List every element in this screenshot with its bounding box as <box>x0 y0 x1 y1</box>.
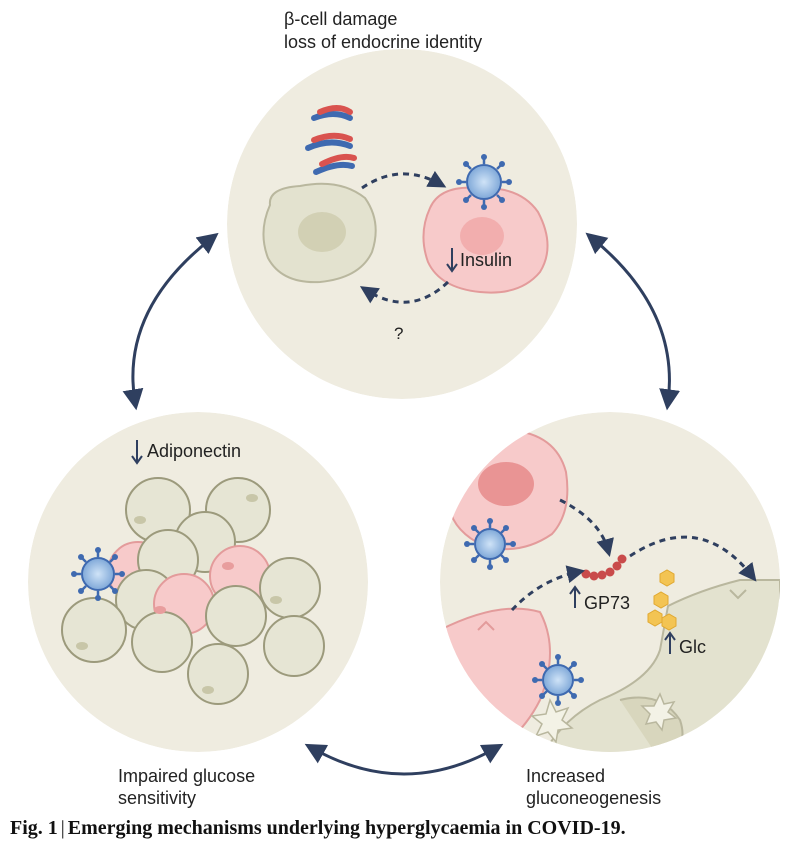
virus-icon <box>464 518 516 570</box>
dashed-arrow-to-gp73 <box>510 565 586 612</box>
caption-text: Emerging mechanisms underlying hyperglyc… <box>67 817 626 839</box>
glc-label: Glc <box>679 637 706 657</box>
receptor-burst-icon <box>640 692 678 732</box>
cycle-arrow-top-left <box>122 232 219 411</box>
caption-separator: | <box>60 817 65 839</box>
right-footer-line1: Increased <box>526 766 606 786</box>
question-mark-label: ? <box>394 324 404 343</box>
left-panel <box>28 412 368 752</box>
virus-icon <box>71 547 125 601</box>
top-title-line1: β-cell damage <box>284 9 398 29</box>
virus-icon <box>456 154 512 210</box>
down-arrow-icon <box>446 248 458 273</box>
virus-icon <box>532 654 584 706</box>
up-arrow-icon <box>664 631 676 654</box>
top-title-line2: loss of endocrine identity <box>284 32 483 52</box>
receptor-burst-icon <box>530 697 574 744</box>
figure-caption: Fig. 1|Emerging mechanisms underlying hy… <box>10 817 626 840</box>
right-panel <box>440 412 780 752</box>
left-footer-line1: Impaired glucose <box>118 766 256 786</box>
cycle-arrow-bottom <box>304 743 504 776</box>
receptor-icons <box>305 105 357 175</box>
glucose-molecules-icon <box>647 569 677 631</box>
up-arrow-icon <box>569 585 581 608</box>
dashed-arrow-to-hepatocyte <box>629 535 757 582</box>
gp73-label: GP73 <box>584 593 631 613</box>
caption-prefix: Fig. 1 <box>10 817 58 839</box>
cycle-arrow-top-right <box>585 232 681 411</box>
top-panel <box>227 49 577 399</box>
down-arrow-icon <box>131 440 143 465</box>
insulin-label: Insulin <box>460 250 513 270</box>
infected-tissue <box>440 607 551 752</box>
left-footer-line2: sensitivity <box>118 788 197 808</box>
gp73-chain-icon <box>581 554 627 581</box>
dashed-arrow-return <box>359 280 450 304</box>
adiponectin-label: Adiponectin <box>147 441 242 461</box>
right-footer-line2: gluconeogenesis <box>526 788 662 808</box>
